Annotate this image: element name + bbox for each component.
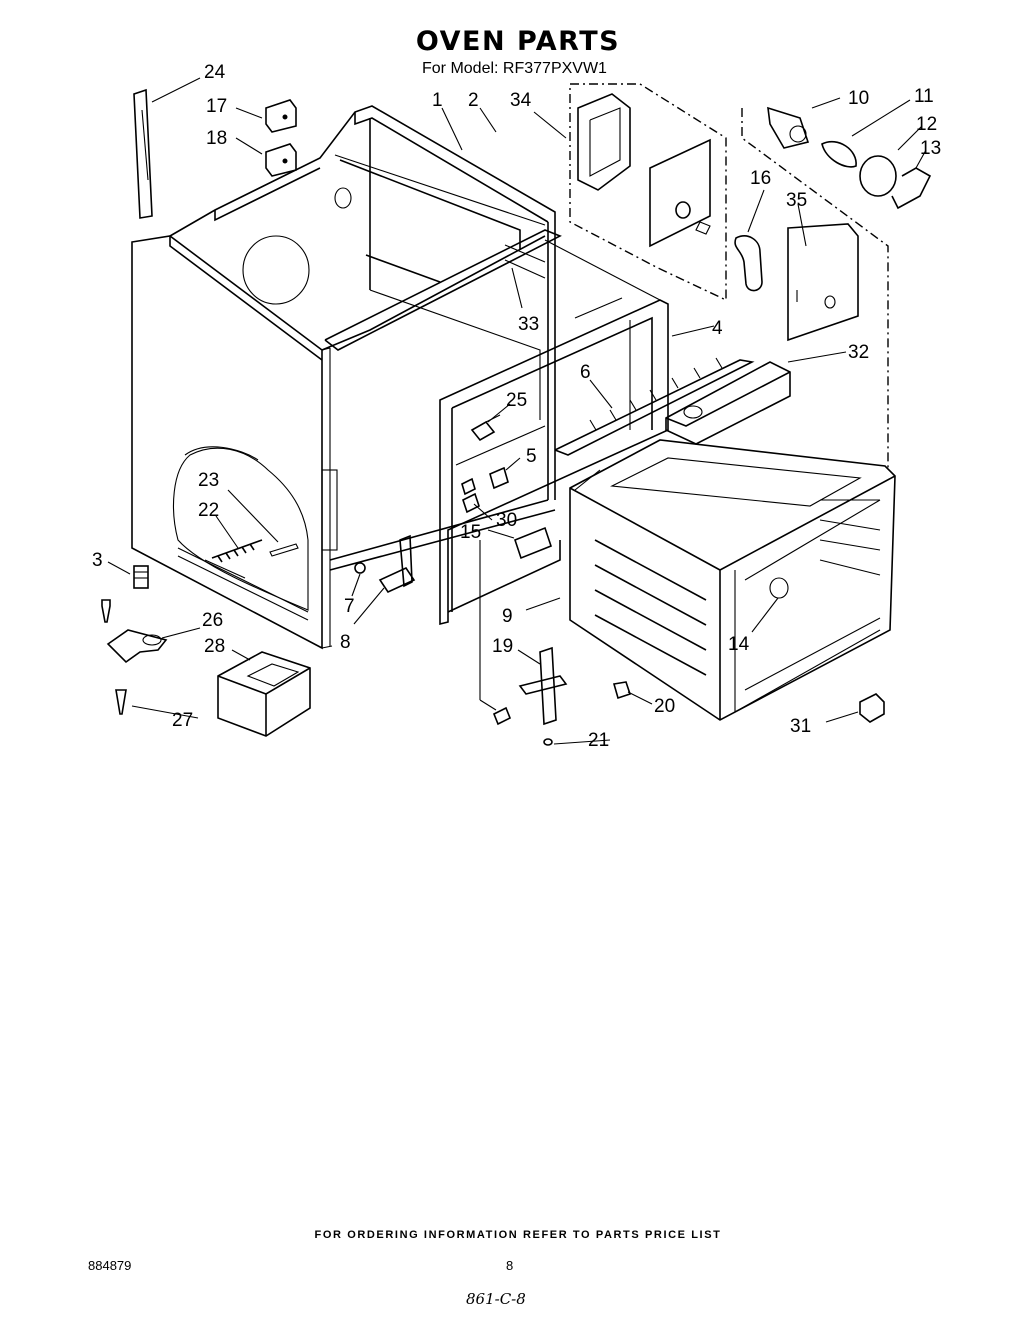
switch-17 <box>265 99 297 133</box>
callout-18: 18 <box>206 128 227 149</box>
part-20 <box>612 681 632 700</box>
callout-20: 20 <box>654 696 675 717</box>
callout-2: 2 <box>468 90 479 111</box>
control-module <box>217 651 311 737</box>
callout-5: 5 <box>526 446 537 467</box>
hinge-strip <box>133 88 153 219</box>
part-7 <box>354 562 366 574</box>
part-30 <box>461 477 480 514</box>
tube <box>734 235 763 292</box>
callout-23: 23 <box>198 470 219 491</box>
sensor-25 <box>470 414 501 442</box>
part-21 <box>543 738 553 746</box>
callout-4: 4 <box>712 318 723 339</box>
model-line: For Model: RF377PXVW1 <box>422 60 607 77</box>
broil-element <box>554 357 755 456</box>
callout-26: 26 <box>202 610 223 631</box>
callout-35: 35 <box>786 190 807 211</box>
callout-21: 21 <box>588 730 609 751</box>
callout-1: 1 <box>432 90 443 111</box>
callout-22: 22 <box>198 500 219 521</box>
callout-28: 28 <box>204 636 225 657</box>
callout-labels: 1 2 3 4 5 6 7 8 9 10 11 12 13 14 15 16 1… <box>92 62 941 751</box>
callout-33: 33 <box>518 314 539 335</box>
part-8 <box>378 534 416 594</box>
callout-11: 11 <box>914 86 934 107</box>
part-19 <box>518 646 568 726</box>
bracket-15 <box>514 526 552 560</box>
callout-9: 9 <box>502 606 513 627</box>
oven-liner <box>569 439 896 721</box>
callout-14: 14 <box>728 634 750 655</box>
leveling-leg <box>133 565 149 589</box>
switch-18 <box>265 143 297 177</box>
callout-13: 13 <box>920 138 941 159</box>
callout-30: 30 <box>496 510 517 531</box>
callout-8: 8 <box>340 632 351 653</box>
callout-24: 24 <box>204 62 226 83</box>
callout-27: 27 <box>172 710 193 731</box>
document-number: 884879 <box>88 1258 132 1273</box>
callout-25: 25 <box>506 390 527 411</box>
screw-27 <box>115 689 127 715</box>
part-5 <box>489 466 509 490</box>
callout-3: 3 <box>92 550 103 571</box>
callout-32: 32 <box>848 342 869 363</box>
cabinet-side-panel <box>131 235 333 650</box>
callout-10: 10 <box>848 88 869 109</box>
heat-shield <box>787 223 859 342</box>
ordering-note: FOR ORDERING INFORMATION REFER TO PARTS … <box>314 1229 722 1241</box>
insulation-cutaway <box>173 446 309 621</box>
callout-12: 12 <box>916 114 937 135</box>
vent-cover <box>665 361 791 445</box>
callout-15: 15 <box>460 522 481 543</box>
callout-6: 6 <box>580 362 591 383</box>
anti-tip-bracket <box>106 629 168 664</box>
handwritten-code: 861-C-8 <box>466 1290 526 1308</box>
light-assembly <box>741 106 932 470</box>
bracket-assembly-box <box>569 83 727 302</box>
page-number: 8 <box>506 1258 514 1273</box>
cabinet-frame <box>169 105 562 571</box>
part-19-link <box>492 706 512 726</box>
callout-19: 19 <box>492 636 513 657</box>
rod-23 <box>269 543 299 557</box>
spring-22 <box>211 539 263 563</box>
leader-lines <box>107 77 927 745</box>
diagram-title: OVEN PARTS <box>415 26 621 57</box>
callout-7: 7 <box>344 596 355 617</box>
callout-17: 17 <box>206 96 227 117</box>
callout-34: 34 <box>510 90 532 111</box>
callout-31: 31 <box>790 716 811 737</box>
callout-16: 16 <box>750 168 771 189</box>
part-31 <box>859 693 885 723</box>
screw <box>101 599 111 623</box>
